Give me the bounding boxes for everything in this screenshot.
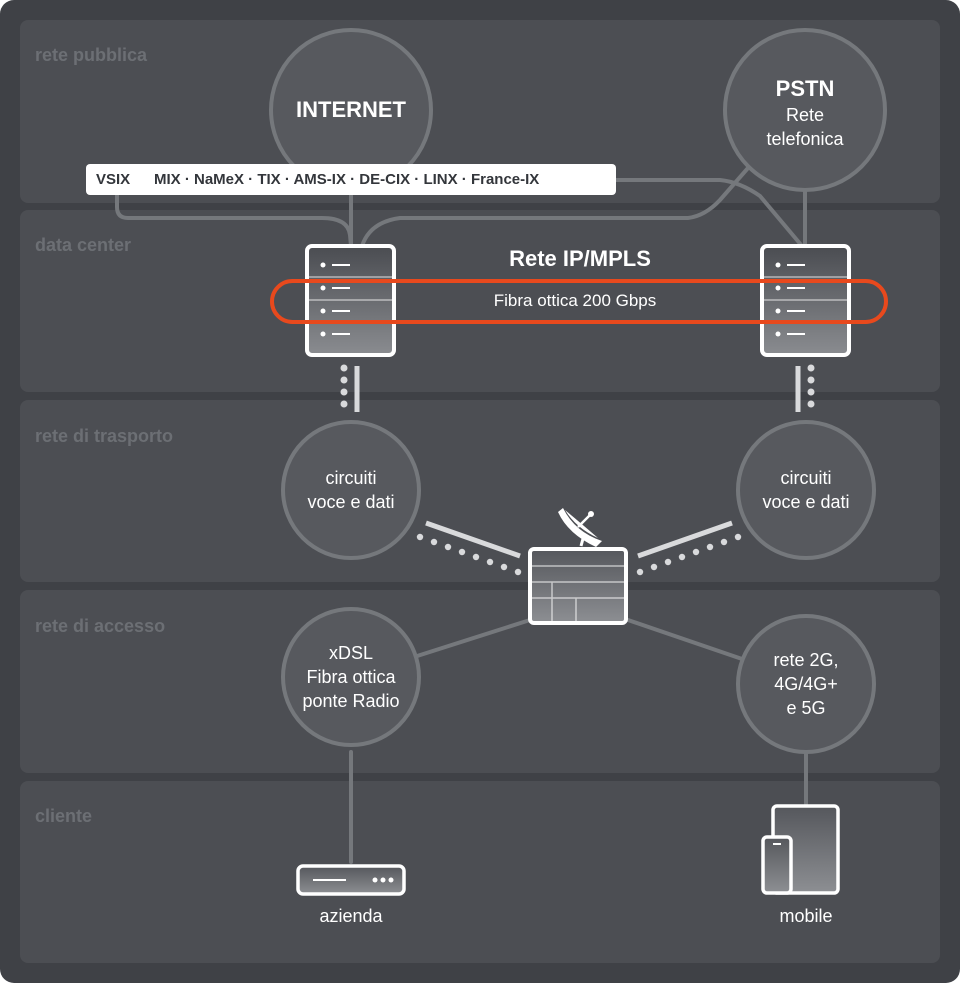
transport-node-left [281,420,421,560]
ix-first: VSIX [96,171,131,188]
transport-left-line2: voce e dati [307,492,395,512]
core-network-title: Rete IP/MPLS [509,246,651,271]
core-network-subtitle: Fibra ottica 200 Gbps [493,291,657,310]
transport-node-right [736,420,876,560]
band-data-center [20,210,940,392]
link-ix-left [115,188,353,248]
server-right-icon [760,244,851,357]
pstn-title: PSTN [775,76,835,101]
switch-icon [528,547,628,625]
access-right-line3: e 5G [786,698,826,718]
client-azienda-label: azienda [319,906,383,926]
access-left-line2: Fibra ottica [306,667,396,687]
link-datacenter-transport-left [340,364,360,412]
link-datacenter-transport-right [795,364,815,412]
band-label-rete-pubblica: rete pubblica [35,45,148,65]
access-right-line1: rete 2G, [773,650,839,670]
access-right-label: rete 2G, 4G/4G+ e 5G [736,648,876,720]
pstn-label: PSTN Rete telefonica [725,75,885,151]
access-node-left [281,607,421,747]
pstn-line2: telefonica [766,129,844,149]
transport-right-line1: circuiti [780,468,832,488]
internet-label: INTERNET [296,97,406,122]
access-left-label: xDSL Fibra ottica ponte Radio [281,641,421,713]
mobile-devices-icon [761,804,840,895]
link-access-left [412,618,532,659]
band-cliente [20,781,940,963]
access-left-line3: ponte Radio [302,691,400,711]
ix-bar: VSIX MIX · NaMeX · TIX · AMS-IX · DE-CIX… [86,164,616,195]
link-access-right [626,618,747,662]
satellite-dish-icon [558,508,602,547]
band-label-data-center: data center [35,235,132,255]
link-pstn-server-left [360,166,750,248]
access-right-line2: 4G/4G+ [774,674,838,694]
transport-left-label: circuiti voce e dati [281,466,421,514]
band-label-rete-di-accesso: rete di accesso [35,616,166,636]
band-label-rete-di-trasporto: rete di trasporto [35,426,174,446]
link-transport-right-switch [636,520,742,576]
transport-right-label: circuiti voce e dati [736,466,876,514]
pstn-node [723,28,887,192]
azienda-router-icon [296,864,406,896]
band-rete-pubblica [20,20,940,203]
band-rete-di-trasporto [20,400,940,582]
transport-left-line1: circuiti [325,468,377,488]
pstn-line1: Rete [785,105,825,125]
mpls-ring [270,279,888,324]
ix-rest: MIX · NaMeX · TIX · AMS-IX · DE-CIX · LI… [154,171,540,188]
client-mobile-label: mobile [779,906,833,926]
band-rete-di-accesso [20,590,940,773]
access-left-line1: xDSL [328,643,373,663]
access-node-right [736,614,876,754]
link-transport-left-switch [416,520,522,576]
link-ix-right [612,178,804,248]
transport-right-line2: voce e dati [762,492,850,512]
server-left-icon [305,244,396,357]
band-label-cliente: cliente [35,806,93,826]
